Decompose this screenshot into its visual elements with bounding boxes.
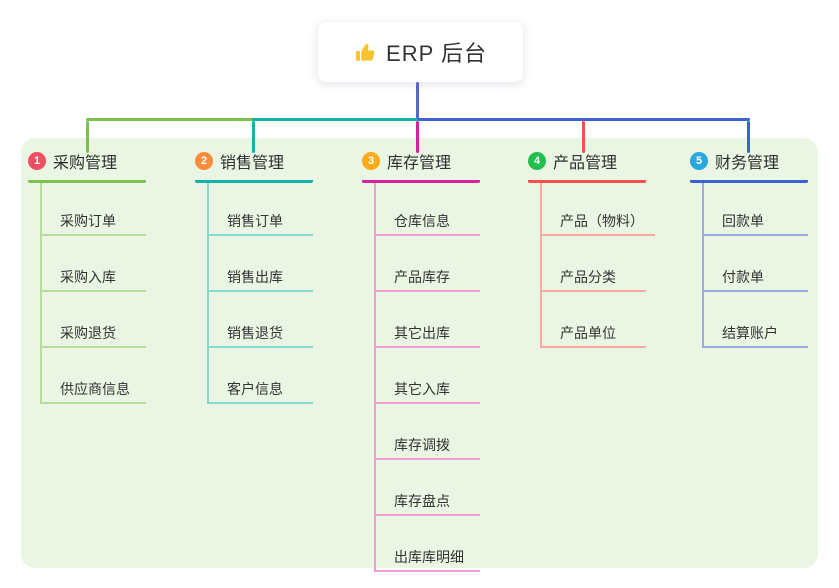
- branch-header-3[interactable]: 3 库存管理: [362, 147, 480, 183]
- branch-header-1[interactable]: 1 采购管理: [28, 147, 146, 183]
- child-node[interactable]: 回款单: [704, 183, 808, 236]
- child-node[interactable]: 库存盘点: [376, 460, 480, 516]
- branch-children: 仓库信息产品库存其它出库其它入库库存调拨库存盘点出库库明细: [374, 183, 480, 572]
- child-node[interactable]: 客户信息: [209, 348, 313, 404]
- child-node[interactable]: 仓库信息: [376, 183, 480, 236]
- child-node[interactable]: 产品单位: [542, 292, 646, 348]
- connector-drop-5: [747, 121, 750, 153]
- branch-number-badge: 2: [195, 152, 213, 170]
- branch-5: 5 财务管理回款单付款单结算账户: [690, 147, 808, 348]
- child-node[interactable]: 其它出库: [376, 292, 480, 348]
- connector-drop-4: [582, 121, 585, 153]
- branch-2: 2 销售管理销售订单销售出库销售退货客户信息: [195, 147, 313, 404]
- child-node[interactable]: 产品（物料）: [542, 183, 655, 236]
- branch-header-5[interactable]: 5 财务管理: [690, 147, 808, 183]
- child-node[interactable]: 其它入库: [376, 348, 480, 404]
- child-node[interactable]: 供应商信息: [42, 348, 146, 404]
- child-node[interactable]: 采购入库: [42, 236, 146, 292]
- branch-label: 产品管理: [553, 155, 618, 172]
- connector-root-vertical: [416, 82, 419, 121]
- connector-drop-1: [86, 121, 89, 153]
- branch-header-2[interactable]: 2 销售管理: [195, 147, 313, 183]
- child-node[interactable]: 销售退货: [209, 292, 313, 348]
- branch-number-badge: 4: [528, 152, 546, 170]
- child-node[interactable]: 付款单: [704, 236, 808, 292]
- branch-children: 销售订单销售出库销售退货客户信息: [207, 183, 313, 404]
- branch-children: 采购订单采购入库采购退货供应商信息: [40, 183, 146, 404]
- branch-number-badge: 1: [28, 152, 46, 170]
- branch-label: 采购管理: [53, 155, 118, 172]
- root-node[interactable]: ERP 后台: [318, 22, 523, 82]
- branch-number-badge: 3: [362, 152, 380, 170]
- background-panel: [21, 138, 818, 568]
- branch-children: 产品（物料）产品分类产品单位: [540, 183, 655, 348]
- thumbs-up-icon: [354, 41, 377, 64]
- child-node[interactable]: 销售出库: [209, 236, 313, 292]
- child-node[interactable]: 销售订单: [209, 183, 313, 236]
- child-node[interactable]: 采购订单: [42, 183, 146, 236]
- branch-header-4[interactable]: 4 产品管理: [528, 147, 646, 183]
- branch-1: 1 采购管理采购订单采购入库采购退货供应商信息: [28, 147, 146, 404]
- child-node[interactable]: 库存调拨: [376, 404, 480, 460]
- child-node[interactable]: 采购退货: [42, 292, 146, 348]
- child-node[interactable]: 出库库明细: [376, 516, 480, 572]
- branch-label: 财务管理: [715, 155, 780, 172]
- connector-drop-3: [416, 121, 419, 153]
- branch-3: 3 库存管理仓库信息产品库存其它出库其它入库库存调拨库存盘点出库库明细: [362, 147, 480, 572]
- branch-label: 库存管理: [387, 155, 452, 172]
- connector-bus-right: [418, 118, 750, 121]
- connector-drop-2: [252, 121, 255, 153]
- connector-bus-left: [86, 118, 254, 121]
- child-node[interactable]: 产品分类: [542, 236, 646, 292]
- root-title: ERP 后台: [386, 41, 487, 66]
- branch-4: 4 产品管理产品（物料）产品分类产品单位: [528, 147, 655, 348]
- child-node[interactable]: 产品库存: [376, 236, 480, 292]
- connector-bus-mid: [252, 118, 418, 121]
- child-node[interactable]: 结算账户: [704, 292, 808, 348]
- branch-number-badge: 5: [690, 152, 708, 170]
- branch-label: 销售管理: [220, 155, 285, 172]
- branch-children: 回款单付款单结算账户: [702, 183, 808, 348]
